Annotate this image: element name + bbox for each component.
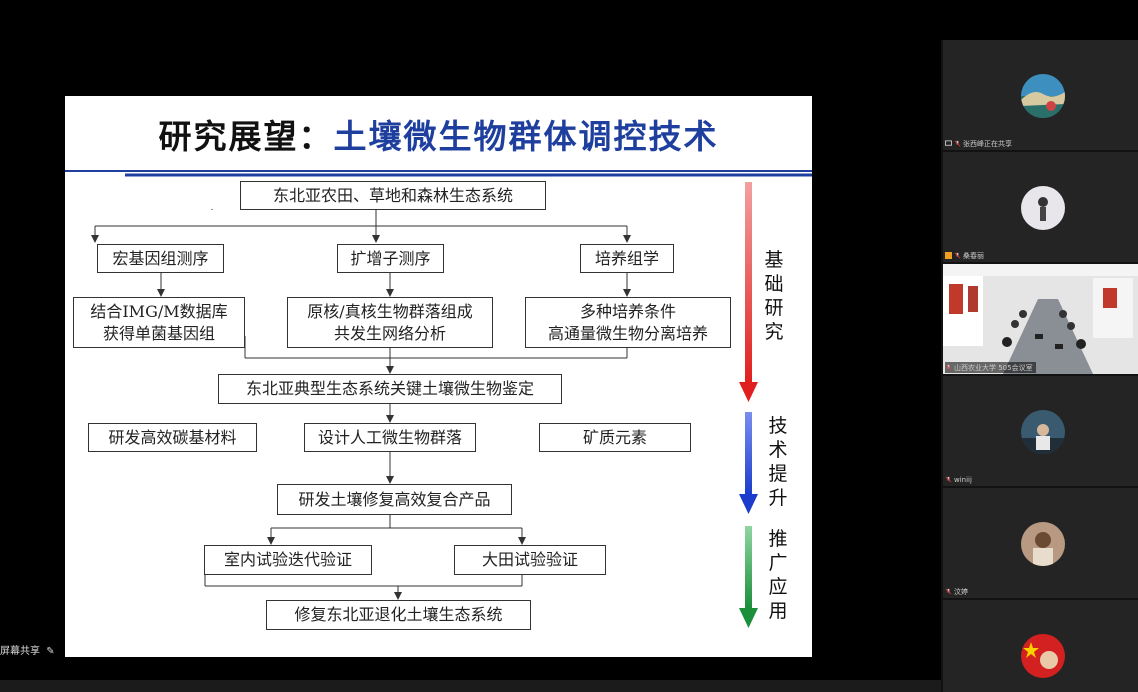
participant-name: 汶婷	[954, 587, 968, 596]
flag-avatar-icon	[1021, 634, 1065, 678]
participant-tile[interactable]	[943, 600, 1138, 692]
avatar	[1021, 634, 1065, 678]
flow-box-field-validation: 大田试验验证	[454, 545, 606, 575]
stage-char: 技	[768, 415, 788, 437]
participant-tile[interactable]: 汶婷	[943, 488, 1138, 598]
result-line: 多种培养条件	[579, 301, 676, 321]
flowchart-lines	[65, 170, 812, 628]
participant-name-bar: winiij	[945, 474, 972, 485]
participant-name: winiij	[954, 475, 972, 484]
pencil-icon[interactable]: ✎	[46, 646, 55, 657]
screen-share-label: 屏幕共享	[0, 646, 40, 657]
flow-box-metagenome: 宏基因组测序	[97, 244, 224, 273]
participant-tile[interactable]: 张西峰正在共享	[943, 40, 1138, 150]
avatar	[1021, 410, 1065, 454]
screen-share-icon	[945, 140, 952, 146]
meeting-toolbar	[0, 680, 941, 692]
mic-off-icon	[945, 476, 952, 483]
flow-box-product: 研发土壤修复高效复合产品	[277, 484, 512, 515]
presentation-slide: 研究展望：土壤微生物群体调控技术	[65, 96, 812, 657]
flow-box-synthetic-community: 设计人工微生物群落	[304, 423, 476, 452]
stage-label-tech-upgrade: 技 术 提 升	[766, 414, 790, 510]
flow-box-result-img: 结合IMG/M数据库 获得单菌基因组	[73, 297, 245, 348]
stage-arrow-application	[739, 526, 758, 628]
flow-box-carbon-material: 研发高效碳基材料	[88, 423, 257, 452]
stage-char: 研	[764, 297, 784, 319]
title-prefix: 研究展望：	[158, 117, 334, 156]
title-main: 土壤微生物群体调控技术	[333, 117, 719, 156]
person-avatar-icon	[1021, 186, 1065, 230]
participant-tile-video[interactable]: 山西农业大学 505会议室	[943, 264, 1138, 374]
raise-hand-icon	[945, 252, 952, 259]
result-line: 结合IMG/M数据库	[90, 301, 228, 321]
mic-off-icon	[945, 588, 952, 595]
screen-share-indicator[interactable]: 屏幕共享 ✎	[0, 642, 55, 657]
flow-box-culturomics: 培养组学	[580, 244, 674, 273]
person-avatar-icon	[1021, 522, 1065, 566]
stage-char: 广	[768, 552, 788, 574]
flow-box-final: 修复东北亚退化土壤生态系统	[266, 600, 531, 630]
mic-off-icon	[954, 140, 961, 147]
participant-name: 张西峰正在共享	[963, 139, 1012, 148]
stage-char: 用	[768, 600, 788, 622]
stage-label-application: 推 广 应 用	[766, 527, 790, 623]
avatar	[1021, 522, 1065, 566]
flow-box-lab-validation: 室内试验迭代验证	[204, 545, 372, 575]
participant-tile[interactable]: winiij	[943, 376, 1138, 486]
participant-name-bar: 山西农业大学 505会议室	[945, 362, 1036, 373]
participant-panel: 张西峰正在共享 桑春丽	[941, 40, 1138, 692]
result-line: 原核/真核生物群落组成	[307, 301, 473, 321]
flow-box-amplicon: 扩增子测序	[337, 244, 444, 273]
flow-box-ecosystem: 东北亚农田、草地和森林生态系统	[240, 181, 546, 210]
participant-name-bar: 汶婷	[945, 586, 968, 597]
participant-tile[interactable]: 桑春丽	[943, 152, 1138, 262]
result-line: 高通量微生物分离培养	[547, 323, 708, 343]
stage-char: 究	[764, 321, 784, 343]
flow-box-minerals: 矿质元素	[539, 423, 691, 452]
flow-box-result-community: 原核/真核生物群落组成 共发生网络分析	[287, 297, 493, 348]
participant-name-bar: 桑春丽	[945, 250, 984, 261]
stage-arrow-basic-research	[739, 182, 758, 402]
mic-off-icon	[954, 252, 961, 259]
flow-box-result-culture: 多种培养条件 高通量微生物分离培养	[525, 297, 731, 348]
avatar	[1021, 186, 1065, 230]
stage-char: 基	[764, 249, 784, 271]
stage-arrow-tech-upgrade	[739, 412, 758, 514]
person-avatar-icon	[1021, 410, 1065, 454]
stage-char: 应	[768, 576, 788, 598]
participant-name: 山西农业大学 505会议室	[954, 363, 1033, 372]
mic-off-icon	[945, 364, 952, 371]
participant-name: 桑春丽	[963, 251, 984, 260]
landscape-avatar-icon	[1021, 74, 1065, 118]
participant-name-bar: 张西峰正在共享	[945, 138, 1012, 149]
avatar	[1021, 74, 1065, 118]
result-line: 获得单菌基因组	[102, 323, 215, 343]
stage-char: 术	[768, 439, 788, 461]
result-line: 共发生网络分析	[333, 323, 446, 343]
stage-char: 推	[768, 528, 788, 550]
slide-title: 研究展望：土壤微生物群体调控技术	[65, 110, 812, 158]
stage-char: 提	[768, 463, 788, 485]
flow-box-key-identification: 东北亚典型生态系统关键土壤微生物鉴定	[218, 374, 562, 404]
meeting-room-video	[943, 264, 1138, 374]
stage-char: 升	[768, 487, 788, 509]
stage-char: 础	[764, 273, 784, 295]
stage-label-basic-research: 基 础 研 究	[762, 248, 786, 344]
